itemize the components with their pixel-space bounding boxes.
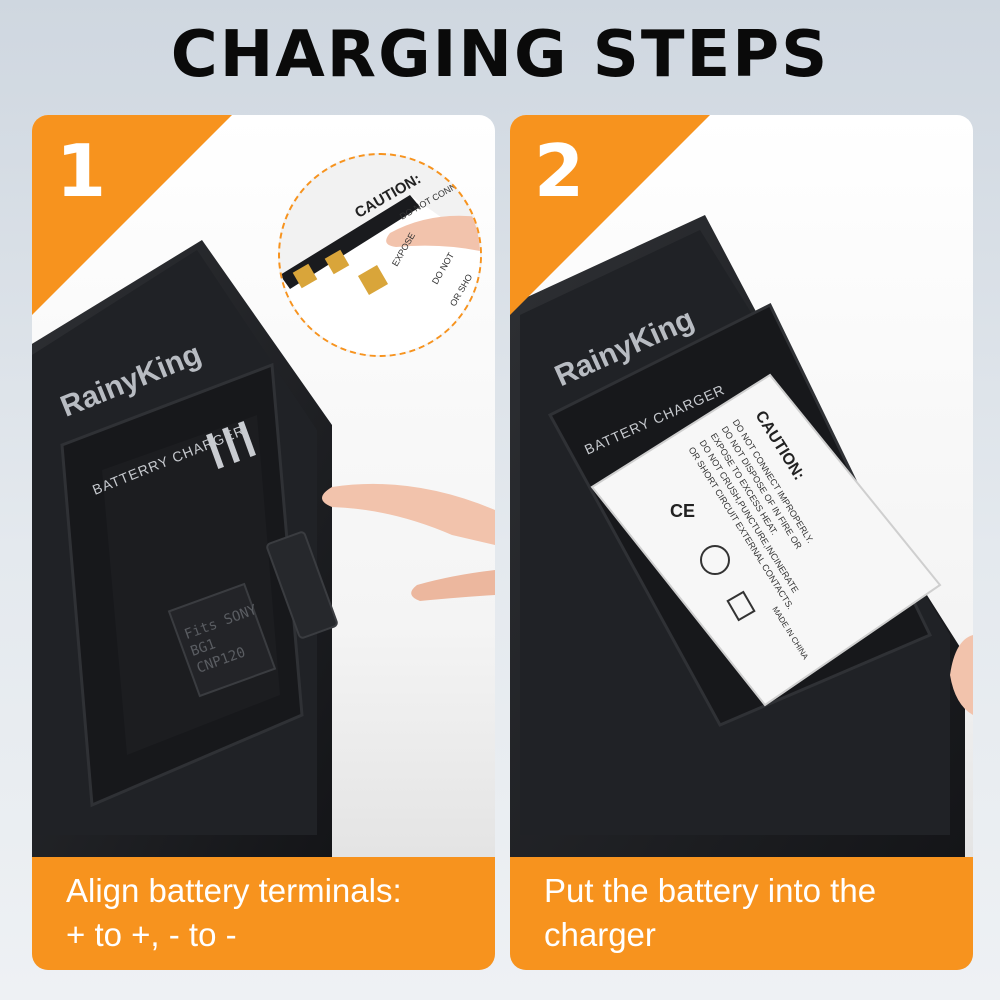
page-title: CHARGING STEPS [170,18,830,92]
caption-line: charger [544,916,656,953]
step-2-number: 2 [534,129,585,213]
step-1-corner [32,115,232,315]
caption-line: Put the battery into the [544,872,877,909]
ce-mark: CE [670,501,696,521]
step-2-caption: Put the battery into the charger [510,857,973,970]
step-1-number: 1 [56,129,107,213]
charger-illustration-2 [510,215,973,857]
caption-line: Align battery terminals: [66,872,402,909]
battery-terminals-closeup [280,195,480,355]
caption-line: + to +, - to - [66,916,237,953]
step-2-panel: 2 RainyKing BATTERY CHARGER CAUTION: DO … [510,115,973,970]
recycle-icon [700,545,730,575]
step-1-caption: Align battery terminals: + to +, - to - [32,857,495,970]
terminal-zoom-bubble: CAUTION: DO NOT CONNECT EXPOSE DO NOT OR… [278,153,482,357]
charger-illustration-1 [32,240,495,857]
step-1-panel: 1 RainyKing BATTERRY CHARGER Fits SONY B… [32,115,495,970]
step-2-corner [510,115,710,315]
bin-icon [726,590,756,622]
